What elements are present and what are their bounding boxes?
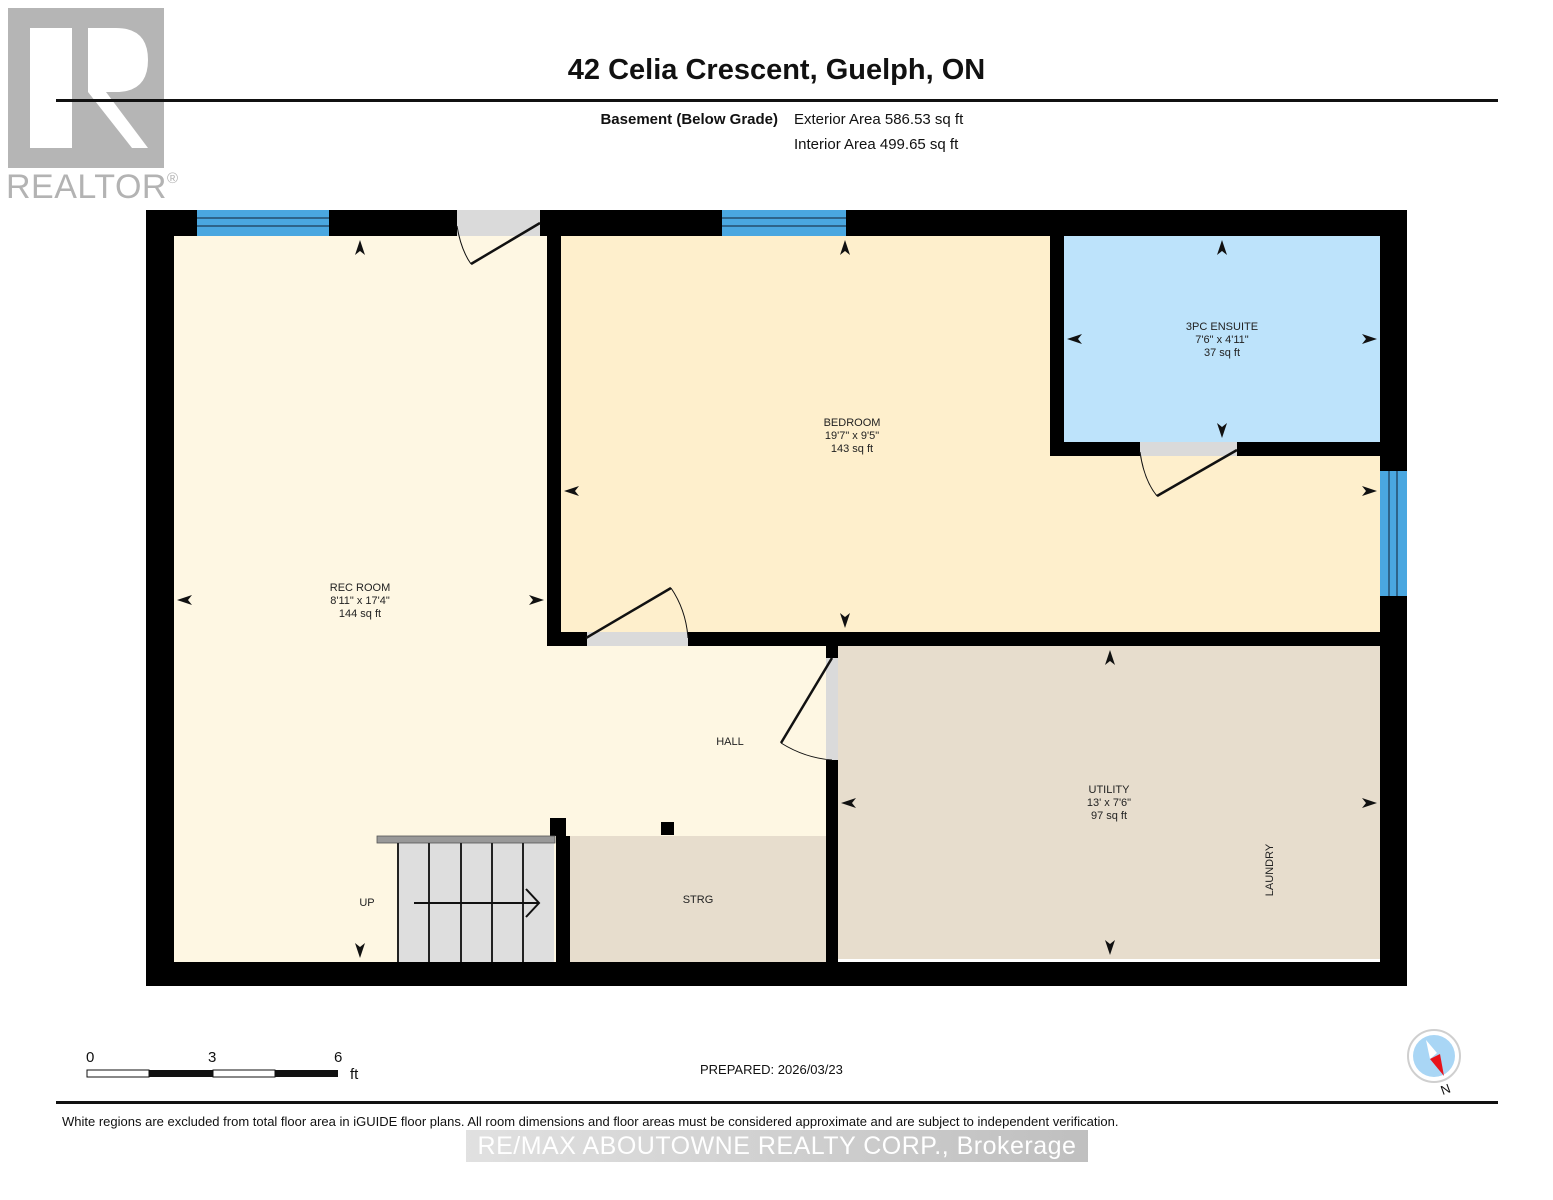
scale-tick-3: 3 xyxy=(208,1049,216,1066)
utility-area-text: 97 sq ft xyxy=(1091,810,1127,822)
interior-area: Interior Area 499.65 sq ft xyxy=(794,136,959,153)
title-divider xyxy=(56,99,1498,102)
footer-divider xyxy=(56,1101,1498,1104)
rec-room-area xyxy=(174,236,826,962)
brokerage-watermark: RE/MAX ABOUTOWNE REALTY CORP., Brokerage xyxy=(466,1130,1088,1162)
utility-name: UTILITY xyxy=(1089,784,1131,796)
door-utility xyxy=(779,657,834,761)
door-ensuite xyxy=(1139,448,1238,498)
ensuite-area-text: 37 sq ft xyxy=(1204,347,1240,359)
stairs-up-label: UP xyxy=(359,897,374,909)
prepared-date: PREPARED: 2026/03/23 xyxy=(700,1062,843,1077)
door-swings xyxy=(456,221,1238,761)
scale-unit: ft xyxy=(350,1066,359,1083)
ensuite-name: 3PC ENSUITE xyxy=(1186,321,1258,333)
ensuite-area xyxy=(1064,236,1380,442)
page-title: 42 Celia Crescent, Guelph, ON xyxy=(567,54,986,86)
realtor-logo xyxy=(8,8,164,168)
hall-label: HALL xyxy=(716,736,744,748)
utility-area xyxy=(838,646,1380,959)
laundry-label: LAUNDRY xyxy=(1264,843,1276,896)
scale-bar: 0 3 6 ft xyxy=(86,1049,359,1083)
window-bedroom-east xyxy=(1380,471,1407,596)
bedroom-area-text: 143 sq ft xyxy=(831,443,873,455)
window-bedroom-north xyxy=(722,210,846,236)
door-bedroom xyxy=(585,586,689,640)
room-fills xyxy=(174,236,1380,962)
scale-tick-0: 0 xyxy=(86,1049,94,1066)
windows xyxy=(197,210,1407,596)
staircase xyxy=(376,835,556,962)
floor-label: Basement (Below Grade) xyxy=(600,111,778,128)
utility-dimensions: 13' x 7'6" xyxy=(1087,797,1131,809)
realtor-wordmark: REALTOR® xyxy=(6,168,179,206)
ensuite-dimensions: 7'6" x 4'11" xyxy=(1195,334,1248,346)
window-rec-room xyxy=(197,210,329,236)
rec-room-area-text: 144 sq ft xyxy=(339,608,381,620)
rec-room-dimensions: 8'11" x 17'4" xyxy=(330,595,390,607)
compass-north-label: N xyxy=(1439,1081,1453,1098)
north-compass-icon: N xyxy=(1407,1029,1461,1098)
room-labels: REC ROOM 8'11" x 17'4" 144 sq ft BEDROOM… xyxy=(330,321,1276,909)
bedroom-name: BEDROOM xyxy=(824,417,881,429)
disclaimer-text: White regions are excluded from total fl… xyxy=(62,1114,1119,1129)
dimension-markers xyxy=(177,240,1377,958)
bedroom-area xyxy=(561,236,1380,632)
door-exterior-rec-room xyxy=(456,221,541,266)
scale-tick-6: 6 xyxy=(334,1049,342,1066)
rec-room-name: REC ROOM xyxy=(330,582,391,594)
bedroom-dimensions: 19'7" x 9'5" xyxy=(825,430,879,442)
stairs-arrowhead xyxy=(525,888,541,918)
storage-area xyxy=(570,836,826,962)
exterior-area: Exterior Area 586.53 sq ft xyxy=(794,111,964,128)
storage-label: STRG xyxy=(683,894,714,906)
